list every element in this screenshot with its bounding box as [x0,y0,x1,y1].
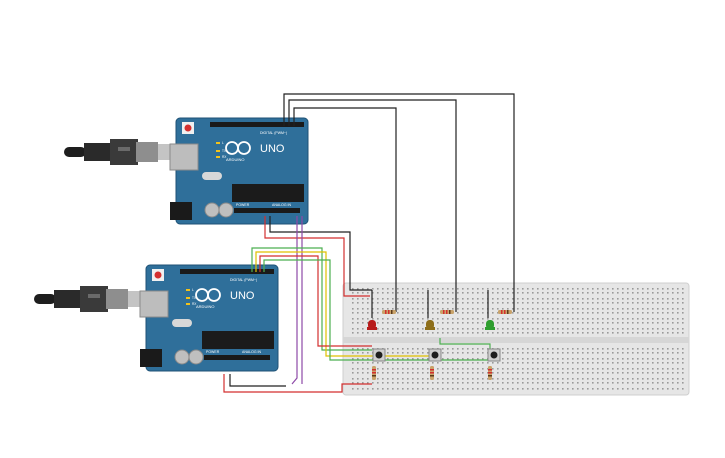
led-label-l: L [222,141,224,145]
resistors [372,310,512,380]
resistor-bottom-1[interactable] [372,366,376,380]
status-led-l [186,289,190,291]
crystal [172,319,192,327]
wires [223,93,515,393]
usb-cable-bottom [34,286,154,312]
board-model-label: UNO [260,143,285,155]
wire-yellow[interactable] [255,251,430,357]
status-led-tx [216,150,220,152]
breadboard-center-channel [343,337,689,343]
status-led-l [216,142,220,144]
resistor-bottom-3[interactable] [488,366,492,380]
capacitor-2 [188,349,204,365]
wire-black-gnd-bottom[interactable] [229,374,286,387]
analog-label: ANALOG IN [242,350,262,354]
led-yellow[interactable] [425,320,435,330]
status-led-rx [216,156,220,158]
atmega-chip [232,184,304,202]
usb-port [169,143,199,171]
push-buttons [372,348,501,362]
resistor-top-1[interactable] [382,310,396,314]
leds [367,320,495,330]
power-label: POWER [236,203,250,207]
wire-black-1[interactable] [283,93,515,312]
wire-red-signal[interactable] [259,255,372,347]
wire-purple-1[interactable] [291,216,298,385]
arduino-logo-icon-right [207,288,221,302]
analog-label: ANALOG IN [272,203,292,207]
wire-red-5v-bottom[interactable] [223,374,372,393]
push-button-1[interactable] [372,348,386,362]
reset-button-cap [154,271,162,279]
led-label-rx: RX [222,155,227,159]
led-label-rx: RX [192,302,197,306]
usb-cable-top [64,139,184,165]
led-label-tx: TX [222,149,227,153]
digital-header-label: DIGITAL (PWM~) [230,278,257,282]
wire-black-3[interactable] [293,107,397,312]
arduino-uno-board-2[interactable]: UNO ARDUINO DIGITAL (PWM~) POWER ANALOG … [139,264,279,372]
crystal [202,172,222,180]
capacitor-1 [174,349,190,365]
led-label-l: L [192,288,194,292]
wire-black-2[interactable] [288,99,457,312]
board-brand-label: ARDUINO [196,304,214,309]
wire-green[interactable] [251,247,372,351]
digital-header-label: DIGITAL (PWM~) [260,131,287,135]
board-brand-label: ARDUINO [226,157,244,162]
digital-pin-header [180,269,274,274]
power-jack [170,202,192,220]
resistor-bottom-2[interactable] [430,366,434,380]
power-analog-pin-header [234,208,300,213]
capacitor-1 [204,202,220,218]
breadboard[interactable] [342,282,690,396]
usb-port [139,290,169,318]
arduino-logo-icon-right [237,141,251,155]
reset-button-cap [184,124,192,132]
power-jack [140,349,162,367]
push-button-2[interactable] [428,348,442,362]
wire-red-5v-top[interactable] [264,216,370,297]
power-analog-pin-header [204,355,270,360]
status-led-rx [186,303,190,305]
resistor-top-2[interactable] [440,310,454,314]
led-red[interactable] [367,320,377,330]
wire-black-gnd-top[interactable] [269,216,372,291]
push-button-3[interactable] [487,348,501,362]
led-green[interactable] [485,320,495,330]
digital-pin-header [210,122,304,127]
status-led-tx [186,297,190,299]
capacitor-2 [218,202,234,218]
power-label: POWER [206,350,220,354]
breadboard-holes [352,288,684,390]
board-model-label: UNO [230,290,255,302]
resistor-top-3[interactable] [498,310,512,314]
led-label-tx: TX [192,296,197,300]
atmega-chip [202,331,274,349]
wire-green-2[interactable] [263,259,491,361]
arduino-uno-board-1[interactable]: UNO ARDUINO DIGITAL (PWM~) POWER ANALOG … [169,117,309,225]
